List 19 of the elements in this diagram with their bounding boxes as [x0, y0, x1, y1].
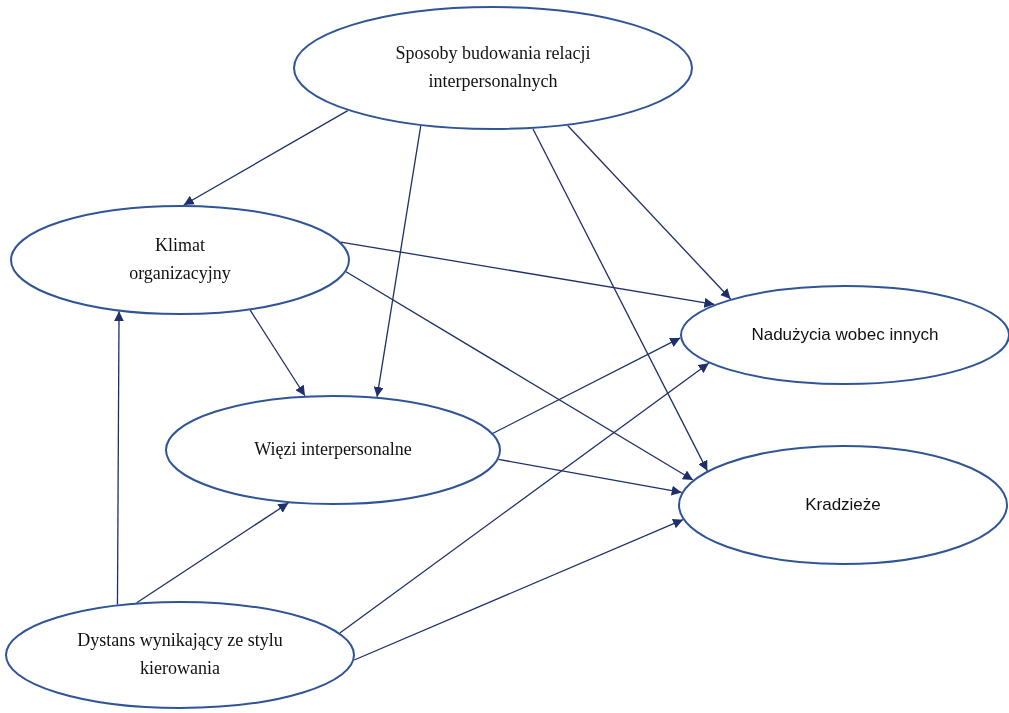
arrow	[567, 124, 732, 300]
node-label: Kradzieże	[804, 493, 882, 516]
node-label: Klimat organizacyjny	[128, 234, 232, 285]
arrow	[345, 271, 694, 481]
arrow	[492, 337, 681, 434]
arrow	[136, 502, 290, 604]
arrow	[339, 362, 710, 634]
arrow	[249, 309, 306, 397]
arrow	[114, 310, 124, 606]
arrow	[497, 458, 683, 496]
arrow	[373, 125, 422, 398]
arrow	[353, 519, 684, 661]
node-label: Dystans wynikający ze stylu kierowania	[76, 629, 284, 680]
arrow	[183, 109, 349, 206]
arrow	[532, 128, 708, 472]
node-label: Nadużycia wobec innych	[750, 323, 940, 346]
arrow	[340, 241, 716, 308]
node-label: Więzi interpersonalne	[253, 438, 413, 462]
node-label: Sposoby budowania relacji interpersonalnych	[394, 42, 592, 93]
